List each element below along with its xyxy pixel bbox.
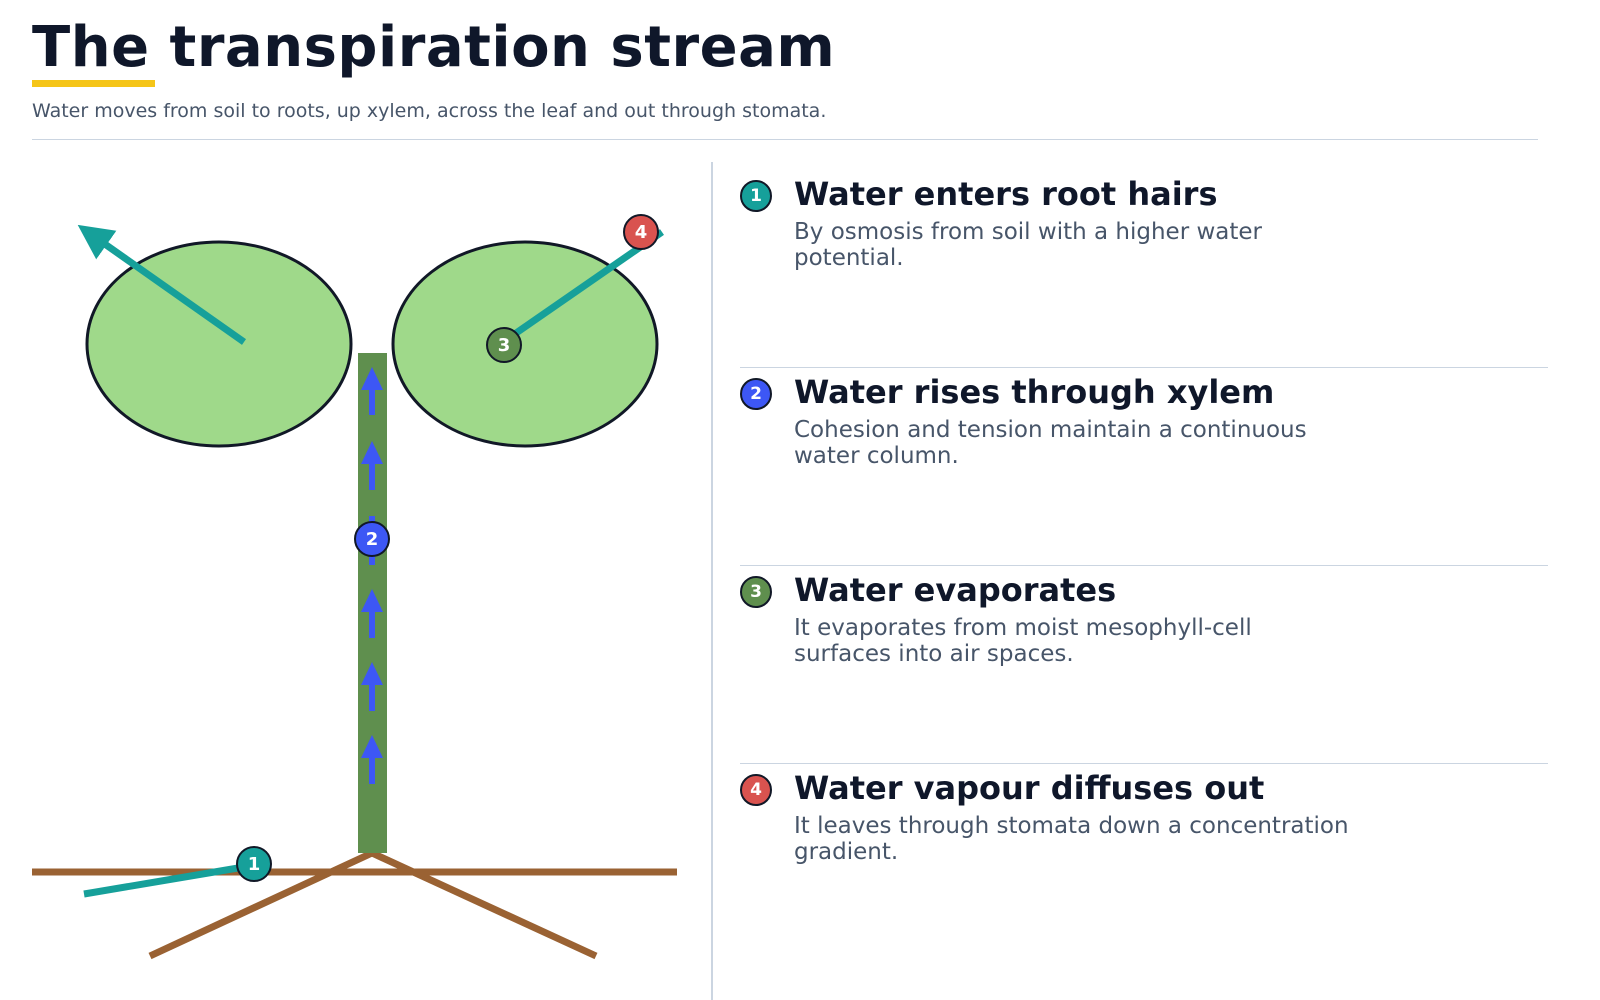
page-title: The transpiration stream xyxy=(32,15,836,80)
step-divider xyxy=(740,565,1548,566)
step-3-description: It evaporates from moist mesophyll-cell … xyxy=(794,615,1252,667)
panel-divider xyxy=(711,162,713,1000)
leaf-left xyxy=(85,240,353,448)
step-divider xyxy=(740,367,1548,368)
step-1: 1 Water enters root hairs By osmosis fro… xyxy=(740,165,1548,368)
step-3-badge: 3 xyxy=(740,576,772,608)
step-4-description: It leaves through stomata down a concent… xyxy=(794,813,1349,865)
page-subtitle: Water moves from soil to roots, up xylem… xyxy=(32,100,827,122)
marker-3: 3 xyxy=(486,327,522,363)
xylem-arrow xyxy=(361,735,383,784)
vapour-arrow-left xyxy=(77,224,247,345)
root-right xyxy=(370,849,598,960)
title-underline xyxy=(32,80,155,87)
root-uptake-arrow xyxy=(83,863,245,898)
step-divider xyxy=(740,763,1548,764)
marker-3-label: 3 xyxy=(498,335,511,356)
marker-2-label: 2 xyxy=(366,529,379,550)
marker-1-label: 1 xyxy=(248,854,261,875)
step-4-title: Water vapour diffuses out xyxy=(794,769,1265,807)
marker-2: 2 xyxy=(354,521,390,557)
xylem-arrow xyxy=(361,662,383,711)
xylem-arrow xyxy=(361,441,383,490)
step-3: 3 Water evaporates It evaporates from mo… xyxy=(740,561,1548,764)
header-divider xyxy=(32,139,1538,140)
step-1-description: By osmosis from soil with a higher water… xyxy=(794,219,1262,271)
step-2-description: Cohesion and tension maintain a continuo… xyxy=(794,417,1307,469)
marker-4-label: 4 xyxy=(635,222,648,243)
step-4: 4 Water vapour diffuses out It leaves th… xyxy=(740,759,1548,957)
step-2-title: Water rises through xylem xyxy=(794,373,1275,411)
vapour-arrow-right xyxy=(504,229,664,343)
marker-4: 4 xyxy=(623,214,659,250)
steps-list: 1 Water enters root hairs By osmosis fro… xyxy=(740,165,1548,957)
marker-1: 1 xyxy=(236,846,272,882)
step-3-title: Water evaporates xyxy=(794,571,1117,609)
header: The transpiration stream Water moves fro… xyxy=(32,12,1538,122)
step-2-badge: 2 xyxy=(740,378,772,410)
plant-diagram: 1 2 3 4 xyxy=(32,214,677,960)
xylem-arrow xyxy=(361,589,383,638)
leaf-right xyxy=(391,240,659,448)
step-4-badge: 4 xyxy=(740,774,772,806)
step-1-title: Water enters root hairs xyxy=(794,175,1218,213)
step-2: 2 Water rises through xylem Cohesion and… xyxy=(740,363,1548,566)
xylem-arrow xyxy=(361,367,383,415)
step-1-badge: 1 xyxy=(740,180,772,212)
